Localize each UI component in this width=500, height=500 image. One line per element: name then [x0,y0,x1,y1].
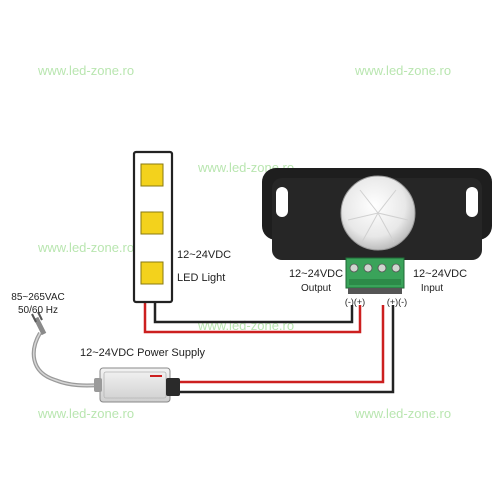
watermark-text: www.led-zone.ro [37,240,134,255]
led-chip [140,163,164,187]
wire-psu-negative [180,305,395,394]
watermark-text: www.led-zone.ro [37,63,134,78]
wire-led-negative [153,300,354,324]
power-supply-label: 12~24VDC Power Supply [80,347,206,359]
watermark-text: www.led-zone.ro [37,406,134,421]
led-name-label: LED Light [177,272,225,284]
watermark-text: www.led-zone.ro [354,63,451,78]
input-label: Input [421,283,443,294]
wires [31,300,395,394]
led-voltage-label: 12~24VDC [177,249,231,261]
mains-voltage-label: 85~265VAC [11,292,64,303]
mains-frequency-label: 50/60 Hz [18,305,58,316]
output-polarity-label: (-)(+) [345,297,365,307]
output-voltage-label: 12~24VDC [289,268,343,280]
watermark-text: www.led-zone.ro [354,406,451,421]
led-chip [140,211,164,235]
led-chip [140,261,164,285]
wire-mains-cable [31,331,101,388]
pir-sensor [262,168,492,294]
output-label: Output [301,283,331,294]
wire-psu-positive [180,305,385,384]
wire-led-positive [143,300,362,334]
power-supply [94,367,180,403]
input-voltage-label: 12~24VDC [413,268,467,280]
input-polarity-label: (+)(-) [387,297,407,307]
led-strip [132,150,174,304]
